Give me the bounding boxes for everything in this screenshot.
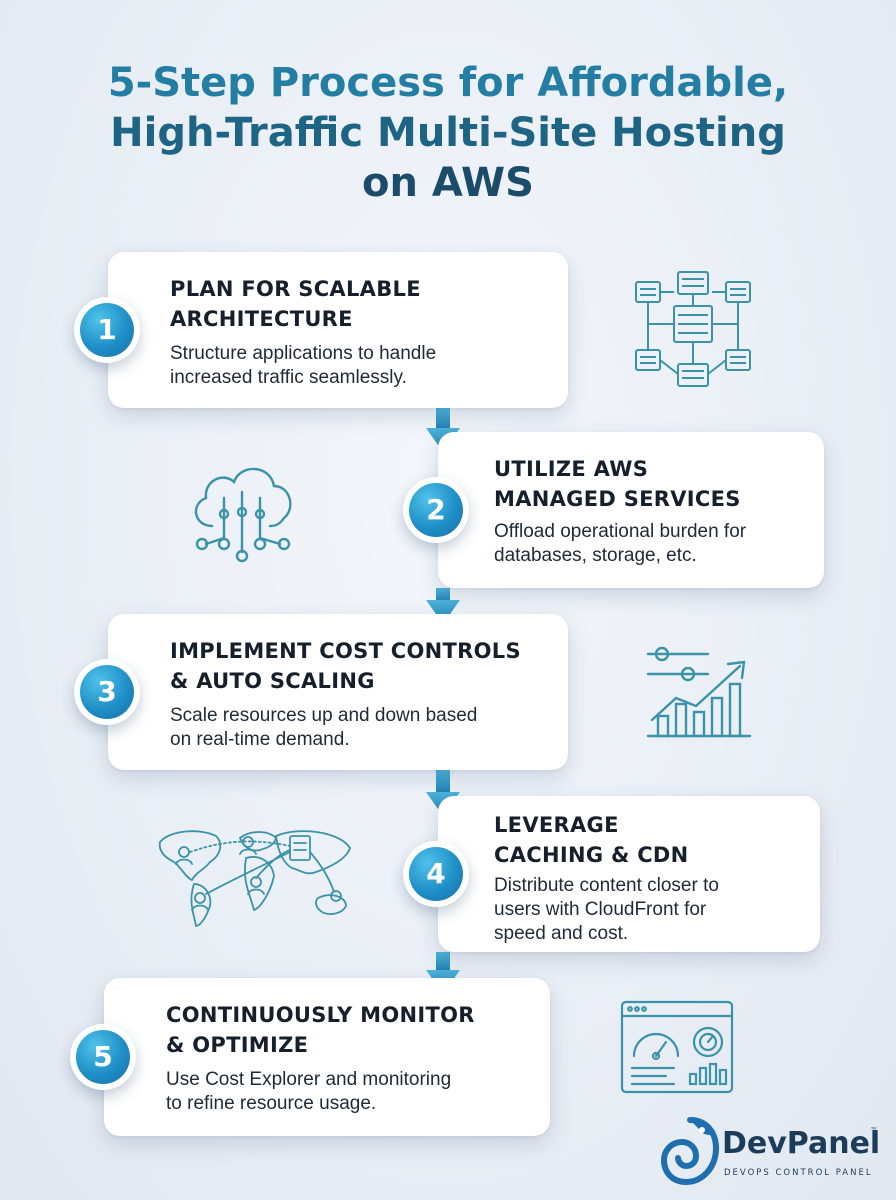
step-4-desc-line-3: speed and cost. xyxy=(494,923,629,944)
step-2-heading-line-1: UTILIZE AWS xyxy=(494,457,649,481)
step-4-heading-line-2: CACHING & CDN xyxy=(494,843,689,867)
step-2-desc-line-2: databases, storage, etc. xyxy=(494,545,697,566)
step-3-heading: IMPLEMENT COST CONTROLS & AUTO SCALING xyxy=(170,636,554,696)
step-5-number: 5 xyxy=(76,1030,130,1084)
step-3-description: Scale resources up and down based on rea… xyxy=(170,704,554,752)
step-card-3: IMPLEMENT COST CONTROLS & AUTO SCALING S… xyxy=(108,614,568,770)
step-1-desc-line-1: Structure applications to handle xyxy=(170,343,437,364)
title-line-1: 5-Step Process for Affordable, xyxy=(107,60,789,106)
chameleon-logo-icon xyxy=(660,1117,720,1186)
step-1-heading: PLAN FOR SCALABLE ARCHITECTURE xyxy=(170,274,554,334)
title-line-3: on AWS xyxy=(362,160,534,206)
world-map-users-icon xyxy=(158,830,351,927)
logo-trademark: ™ xyxy=(870,1126,878,1135)
page-title: 5-Step Process for Affordable, High-Traf… xyxy=(0,58,896,208)
step-2-desc-line-1: Offload operational burden for xyxy=(494,521,747,542)
step-4-heading: LEVERAGE CACHING & CDN xyxy=(494,810,806,870)
server-network-icon xyxy=(635,271,751,387)
devpanel-logo: DevPanel ™ DEVOPS CONTROL PANEL xyxy=(660,1112,880,1192)
logo-brand: DevPanel xyxy=(722,1126,881,1161)
step-5-heading-line-2: & OPTIMIZE xyxy=(166,1033,309,1057)
step-4-heading-line-1: LEVERAGE xyxy=(494,813,619,837)
arrow-2-3 xyxy=(426,588,460,624)
step-1-heading-line-2: ARCHITECTURE xyxy=(170,307,353,331)
step-card-1: PLAN FOR SCALABLE ARCHITECTURE Structure… xyxy=(108,252,568,408)
step-3-desc-line-2: on real-time demand. xyxy=(170,729,350,750)
step-4-desc-line-2: users with CloudFront for xyxy=(494,899,707,920)
step-4-description: Distribute content closer to users with … xyxy=(494,874,806,946)
step-1-number: 1 xyxy=(80,303,134,357)
step-card-5: CONTINUOUSLY MONITOR & OPTIMIZE Use Cost… xyxy=(104,978,550,1136)
step-3-heading-line-2: & AUTO SCALING xyxy=(170,669,375,693)
step-5-heading: CONTINUOUSLY MONITOR & OPTIMIZE xyxy=(166,1000,536,1060)
step-2-heading-line-2: MANAGED SERVICES xyxy=(494,487,741,511)
step-5-badge: 5 xyxy=(70,1024,136,1090)
step-5-description: Use Cost Explorer and monitoring to refi… xyxy=(166,1068,536,1116)
step-card-4: LEVERAGE CACHING & CDN Distribute conten… xyxy=(438,796,820,952)
step-2-badge: 2 xyxy=(403,477,469,543)
step-1-desc-line-2: increased traffic seamlessly. xyxy=(170,367,407,388)
step-5-heading-line-1: CONTINUOUSLY MONITOR xyxy=(166,1003,475,1027)
title-line-2: High-Traffic Multi-Site Hosting xyxy=(110,110,786,156)
step-1-badge: 1 xyxy=(74,297,140,363)
logo-tagline: DEVOPS CONTROL PANEL xyxy=(724,1168,873,1178)
step-1-description: Structure applications to handle increas… xyxy=(170,342,554,390)
step-card-2: UTILIZE AWS MANAGED SERVICES Offload ope… xyxy=(438,432,824,588)
step-4-number: 4 xyxy=(409,847,463,901)
step-3-desc-line-1: Scale resources up and down based xyxy=(170,705,478,726)
step-2-description: Offload operational burden for databases… xyxy=(494,520,810,568)
step-3-number: 3 xyxy=(80,665,134,719)
step-5-desc-line-2: to refine resource usage. xyxy=(166,1093,377,1114)
step-1-heading-line-1: PLAN FOR SCALABLE xyxy=(170,277,421,301)
dashboard-gauges-icon xyxy=(620,1000,734,1094)
step-5-desc-line-1: Use Cost Explorer and monitoring xyxy=(166,1069,452,1090)
cloud-circuit-icon xyxy=(194,467,292,563)
step-4-desc-line-1: Distribute content closer to xyxy=(494,875,719,896)
step-4-badge: 4 xyxy=(403,841,469,907)
step-2-number: 2 xyxy=(409,483,463,537)
step-3-badge: 3 xyxy=(74,659,140,725)
sliders-growth-chart-icon xyxy=(646,646,752,738)
step-2-heading: UTILIZE AWS MANAGED SERVICES xyxy=(494,454,810,514)
step-3-heading-line-1: IMPLEMENT COST CONTROLS xyxy=(170,639,521,663)
